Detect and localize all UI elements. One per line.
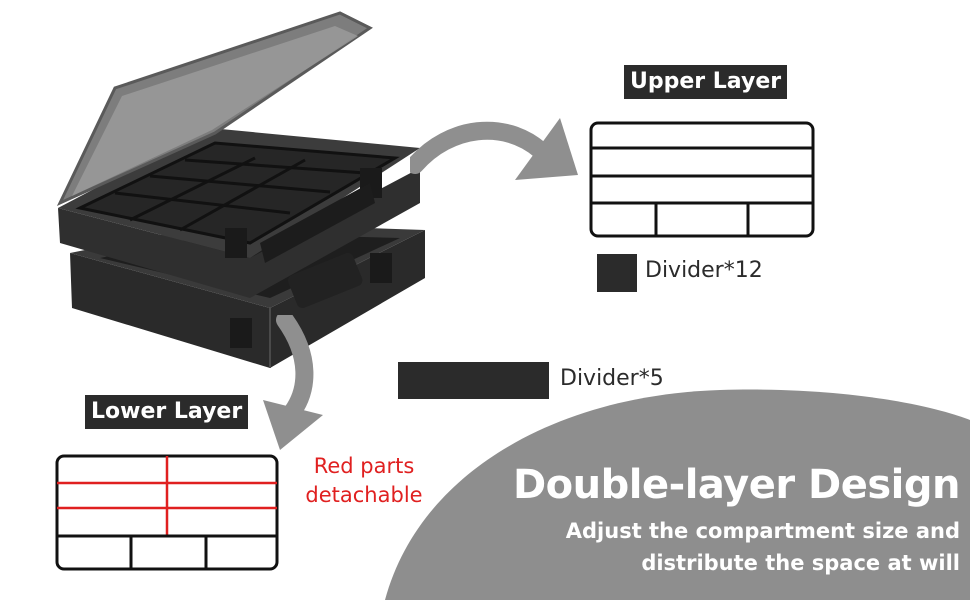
lower-layer-diagram <box>55 454 279 571</box>
upper-layer-diagram <box>589 121 815 238</box>
divider-small-swatch <box>597 254 637 292</box>
upper-layer-label: Upper Layer <box>624 65 788 99</box>
red-parts-note: Red parts detachable <box>290 452 438 510</box>
tackle-box-image <box>56 11 425 368</box>
arrow-down-icon <box>263 315 323 450</box>
divider-lower-label: Divider*5 <box>560 366 664 391</box>
subline-2: distribute the space at will <box>641 551 960 575</box>
divider-upper-label: Divider*12 <box>645 258 763 283</box>
subheadline: Adjust the compartment size and distribu… <box>566 515 960 579</box>
red-parts-line1: Red parts <box>313 454 415 478</box>
divider-long-swatch <box>398 362 549 399</box>
arrow-right-icon <box>410 118 578 180</box>
headline: Double-layer Design <box>512 462 961 508</box>
subline-1: Adjust the compartment size and <box>565 519 960 543</box>
red-parts-line2: detachable <box>305 483 423 507</box>
lower-layer-label: Lower Layer <box>85 395 249 429</box>
